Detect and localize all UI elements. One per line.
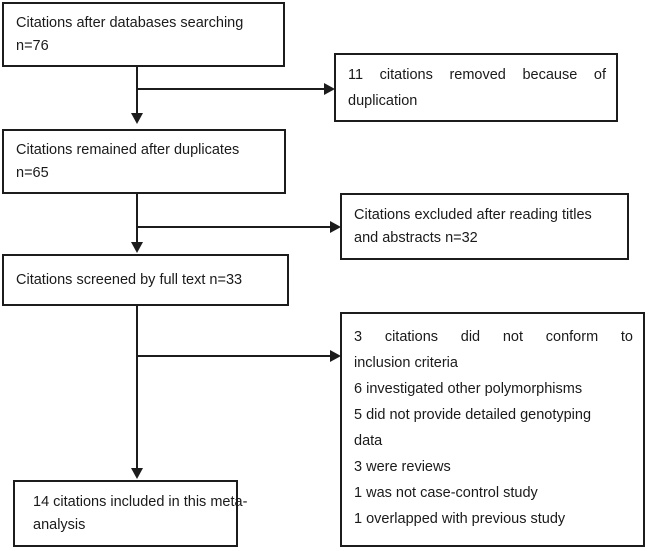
box-excluded-titles-abstracts-line-2: and abstracts n=32: [354, 229, 478, 246]
box-exclusion-reasons: 3 citations did not conform to inclusion…: [340, 312, 645, 547]
connector-horizontal-to-exclusion-reasons: [136, 355, 332, 357]
box-screened-full-text: Citations screened by full text n=33: [2, 254, 289, 306]
box-citations-identified-line-1: Citations after databases searching: [16, 14, 244, 31]
box-citations-after-duplicates: Citations remained after duplicates n=65: [2, 129, 286, 194]
box-included-meta-analysis-line-1: 14 citations included in this meta-: [33, 493, 248, 510]
box-duplicates-removed-text: 11 citations removed because of duplicat…: [336, 62, 616, 114]
arrowhead-down-to-remained-icon: [131, 113, 143, 124]
box-included-meta-analysis-line-2: analysis: [33, 516, 86, 533]
connector-vertical-search-to-remained: [136, 67, 138, 116]
arrowhead-right-to-duplicates-icon: [324, 83, 335, 95]
connector-vertical-fulltext-to-included: [136, 306, 138, 473]
box-exclusion-reasons-line-7: 1 was not case-control study: [354, 485, 538, 501]
connector-horizontal-to-duplicates: [136, 88, 326, 90]
box-citations-after-duplicates-line-2: n=65: [16, 164, 49, 181]
box-citations-identified-text: Citations after databases searching n=76: [4, 12, 283, 58]
box-included-meta-analysis-text: 14 citations included in this meta- anal…: [15, 491, 248, 537]
box-screened-full-text-text: Citations screened by full text n=33: [4, 269, 287, 292]
box-exclusion-reasons-line-8: 1 overlapped with previous study: [354, 511, 566, 527]
box-citations-after-duplicates-line-1: Citations remained after duplicates: [16, 141, 240, 158]
box-exclusion-reasons-line-2: inclusion criteria: [354, 355, 458, 371]
box-included-meta-analysis: 14 citations included in this meta- anal…: [13, 480, 248, 547]
arrowhead-right-to-exclusion-reasons-icon: [330, 350, 341, 362]
connector-horizontal-to-excluded-titles: [136, 226, 332, 228]
arrowhead-down-to-fulltext-icon: [131, 242, 143, 253]
box-exclusion-reasons-line-5: data: [354, 433, 383, 449]
box-excluded-titles-abstracts: Citations excluded after reading titles …: [340, 193, 629, 260]
box-exclusion-reasons-line-3: 6 investigated other polymorphisms: [354, 381, 583, 397]
box-excluded-titles-abstracts-text: Citations excluded after reading titles …: [342, 204, 627, 250]
box-exclusion-reasons-text: 3 citations did not conform to inclusion…: [342, 314, 643, 532]
connector-vertical-remained-to-fulltext: [136, 194, 138, 247]
box-duplicates-removed: 11 citations removed because of duplicat…: [334, 53, 618, 122]
arrowhead-right-to-excluded-titles-icon: [330, 221, 341, 233]
box-exclusion-reasons-line-1: 3 citations did not conform to: [354, 329, 633, 345]
box-duplicates-removed-line-1: 11 citations removed because of: [348, 66, 606, 83]
box-screened-full-text-line-1: Citations screened by full text n=33: [16, 271, 243, 288]
arrowhead-down-to-included-icon: [131, 468, 143, 479]
box-citations-identified-line-2: n=76: [16, 37, 49, 54]
box-citations-after-duplicates-text: Citations remained after duplicates n=65: [4, 139, 284, 185]
box-excluded-titles-abstracts-line-1: Citations excluded after reading titles: [354, 206, 592, 223]
box-duplicates-removed-line-2: duplication: [348, 92, 418, 109]
box-citations-identified: Citations after databases searching n=76: [2, 2, 285, 67]
box-exclusion-reasons-line-4: 5 did not provide detailed genotyping: [354, 407, 592, 423]
box-exclusion-reasons-line-6: 3 were reviews: [354, 459, 451, 475]
